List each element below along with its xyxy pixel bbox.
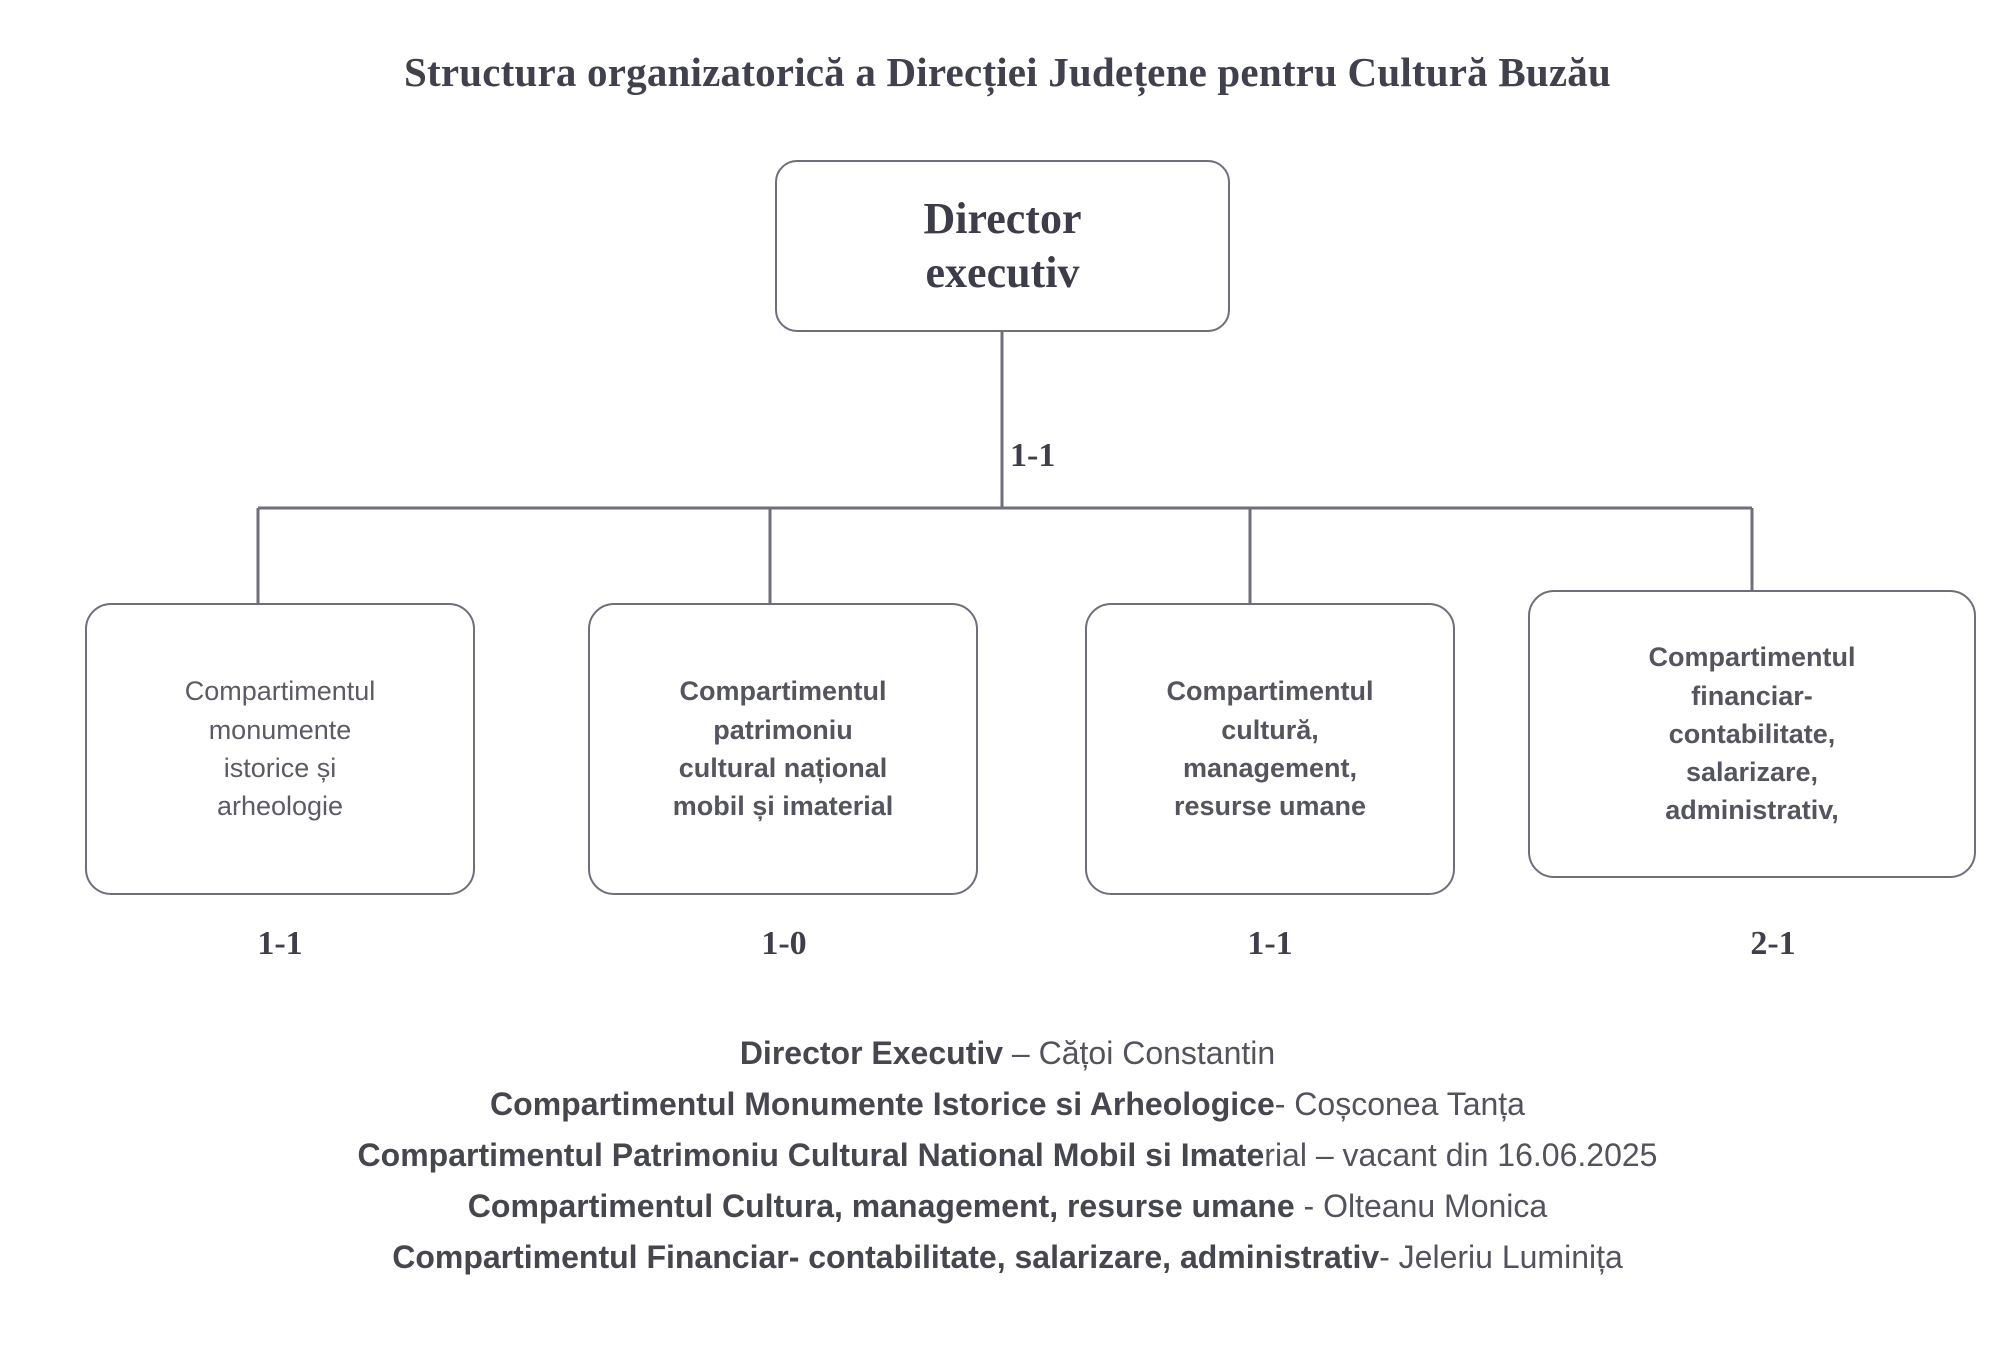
legend-role: Director Executiv bbox=[739, 1035, 1004, 1071]
legend-person: – Cățoi Constantin bbox=[1003, 1035, 1276, 1071]
org-node-patrimoniu-cultural[interactable]: Compartimentul patrimoniu cultural națio… bbox=[588, 603, 978, 895]
org-node-monumente-istorice[interactable]: Compartimentul monumente istorice și arh… bbox=[85, 603, 475, 895]
legend-role: Compartimentul Cultura, management, resu… bbox=[467, 1188, 1295, 1224]
legend-person: rial – vacant din 16.06.2025 bbox=[1264, 1137, 1658, 1173]
legend-line: Compartimentul Cultura, management, resu… bbox=[0, 1181, 2015, 1232]
legend-role: Compartimentul Patrimoniu Cultural Natio… bbox=[357, 1137, 1265, 1173]
legend-line: Compartimentul Patrimoniu Cultural Natio… bbox=[0, 1130, 2015, 1181]
org-node-financiar-contabilitate[interactable]: Compartimentul financiar- contabilitate,… bbox=[1528, 590, 1976, 878]
ratio-label-patrimoniu-cultural: 1-0 bbox=[761, 925, 807, 962]
org-node-label: Director executiv bbox=[923, 194, 1082, 297]
legend-person: - Coșconea Tanța bbox=[1274, 1086, 1525, 1122]
org-node-label: Compartimentul monumente istorice și arh… bbox=[184, 676, 376, 822]
org-node-director-executiv[interactable]: Director executiv bbox=[775, 160, 1230, 332]
legend-role: Compartimentul Monumente Istorice si Arh… bbox=[490, 1086, 1275, 1122]
legend-person: - Jeleriu Luminița bbox=[1379, 1239, 1623, 1275]
org-node-label: Compartimentul patrimoniu cultural națio… bbox=[672, 676, 894, 822]
page-title: Structura organizatorică a Direcției Jud… bbox=[404, 49, 1611, 95]
legend-line: Compartimentul Monumente Istorice si Arh… bbox=[0, 1079, 2015, 1130]
ratio-label-cultura-management: 1-1 bbox=[1247, 925, 1293, 962]
legend-person: - Olteanu Monica bbox=[1294, 1188, 1548, 1224]
org-node-cultura-management[interactable]: Compartimentul cultură, management, resu… bbox=[1085, 603, 1455, 895]
legend-role: Compartimentul Financiar- contabilitate,… bbox=[392, 1239, 1380, 1275]
legend-line: Compartimentul Financiar- contabilitate,… bbox=[0, 1232, 2015, 1283]
ratio-label-financiar-contabilitate: 2-1 bbox=[1750, 925, 1796, 962]
legend-line: Director Executiv – Cățoi Constantin bbox=[0, 1028, 2015, 1079]
staff-legend: Director Executiv – Cățoi Constantin Com… bbox=[0, 1028, 2015, 1283]
ratio-label-monumente-istorice: 1-1 bbox=[257, 925, 303, 962]
ratio-label-root: 1-1 bbox=[1010, 437, 1056, 474]
org-node-label: Compartimentul cultură, management, resu… bbox=[1166, 676, 1374, 822]
org-node-label: Compartimentul financiar- contabilitate,… bbox=[1648, 642, 1856, 826]
